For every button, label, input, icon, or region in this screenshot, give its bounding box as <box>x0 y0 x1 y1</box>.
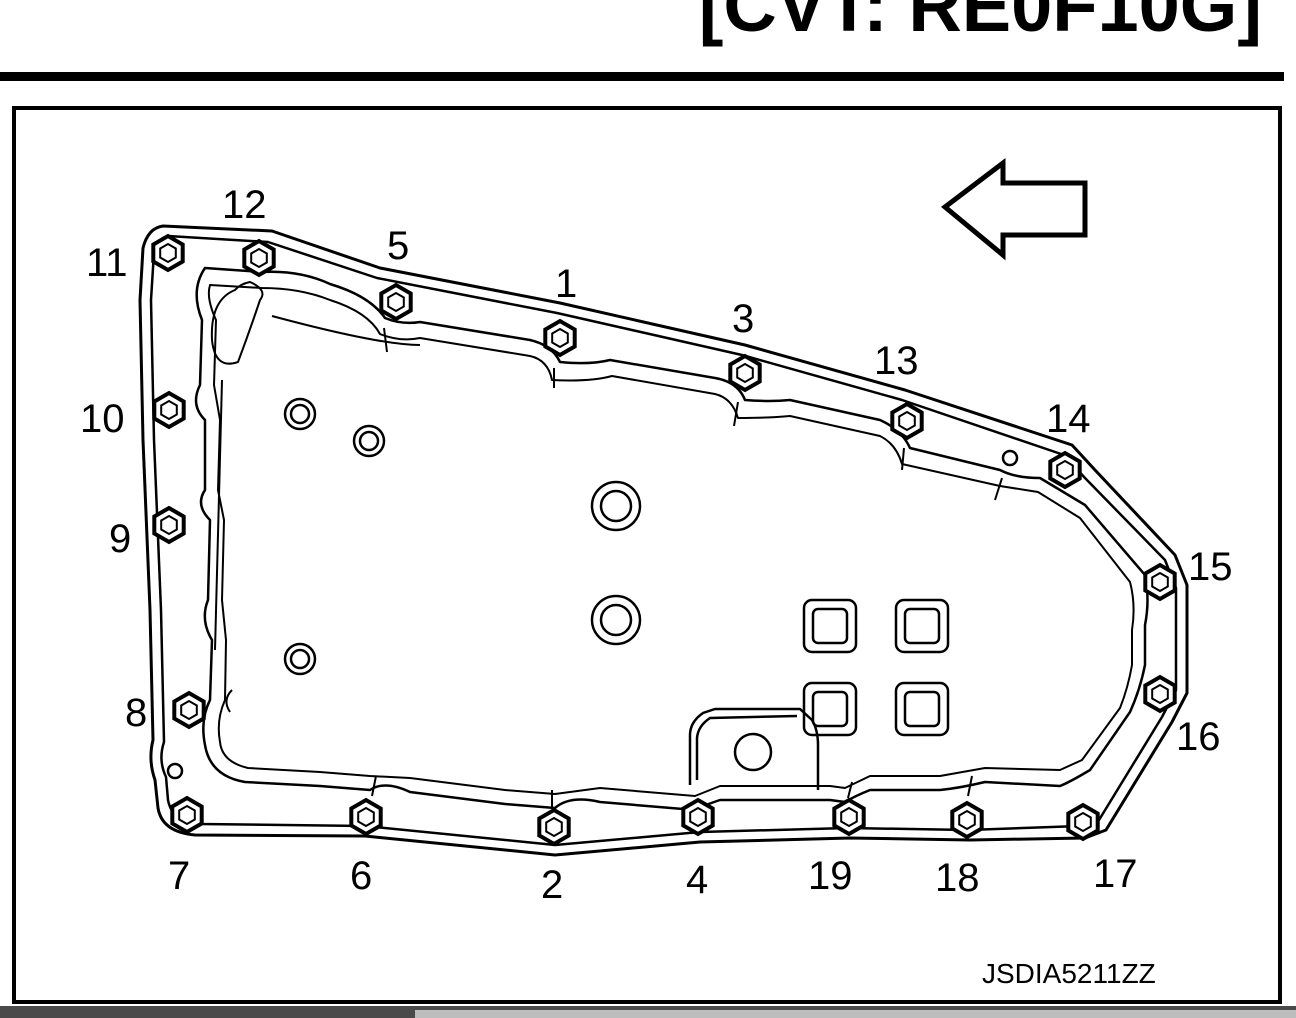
figure-code: JSDIA5211ZZ <box>982 958 1156 989</box>
header-rule <box>0 72 1284 81</box>
callout-2: 2 <box>541 863 563 907</box>
bolt-head-19 <box>832 797 866 837</box>
bolt-layer <box>151 233 1177 847</box>
callout-14: 14 <box>1046 397 1091 441</box>
bolt-callouts: 1 2 3 4 5 6 7 8 9 10 11 12 13 14 15 16 1… <box>80 183 1233 907</box>
callout-15: 15 <box>1188 545 1233 589</box>
callout-18: 18 <box>935 856 980 900</box>
front-direction-arrow-icon <box>940 157 1088 261</box>
bolt-head-10 <box>152 390 186 430</box>
bolt-head-9 <box>152 505 186 545</box>
page-bottom-bar-highlight <box>415 1010 1296 1018</box>
callout-17: 17 <box>1093 852 1138 896</box>
drain-plug-bosses <box>166 397 1019 780</box>
pan-flange-outline <box>138 224 1189 857</box>
callout-5: 5 <box>387 224 409 268</box>
callout-16: 16 <box>1176 715 1221 759</box>
bolt-head-13 <box>890 401 924 441</box>
pan-inner-wall <box>194 266 1149 812</box>
callout-7: 7 <box>168 854 190 898</box>
drain-boss <box>688 707 820 790</box>
diagram-frame <box>12 106 1282 1004</box>
bolt-head-6 <box>349 797 383 837</box>
callout-4: 4 <box>686 858 708 902</box>
callout-9: 9 <box>109 517 131 561</box>
bolt-head-8 <box>172 690 206 730</box>
callout-6: 6 <box>350 854 372 898</box>
callout-10: 10 <box>80 397 125 441</box>
bolt-head-5 <box>379 282 413 322</box>
section-title: [CVT: RE0F10G] <box>698 0 1262 47</box>
callout-3: 3 <box>732 297 754 341</box>
bolt-head-14 <box>1048 450 1082 490</box>
callout-13: 13 <box>874 339 919 383</box>
callout-8: 8 <box>125 691 147 735</box>
callout-12: 12 <box>222 183 267 227</box>
bolt-head-17 <box>1066 802 1100 842</box>
bolt-head-4 <box>681 797 715 837</box>
bolt-head-2 <box>537 807 571 847</box>
bolt-head-3 <box>728 353 762 393</box>
callout-19: 19 <box>808 854 853 898</box>
bolt-head-1 <box>543 318 577 358</box>
bolt-head-11 <box>151 233 185 273</box>
magnet-pads <box>802 598 950 737</box>
callout-1: 1 <box>555 262 577 306</box>
bolt-head-12 <box>242 238 276 278</box>
callout-11: 11 <box>86 241 128 285</box>
bolt-head-15 <box>1143 562 1177 602</box>
bolt-head-7 <box>170 795 204 835</box>
bolt-head-16 <box>1143 674 1177 714</box>
bolt-head-18 <box>950 800 984 840</box>
